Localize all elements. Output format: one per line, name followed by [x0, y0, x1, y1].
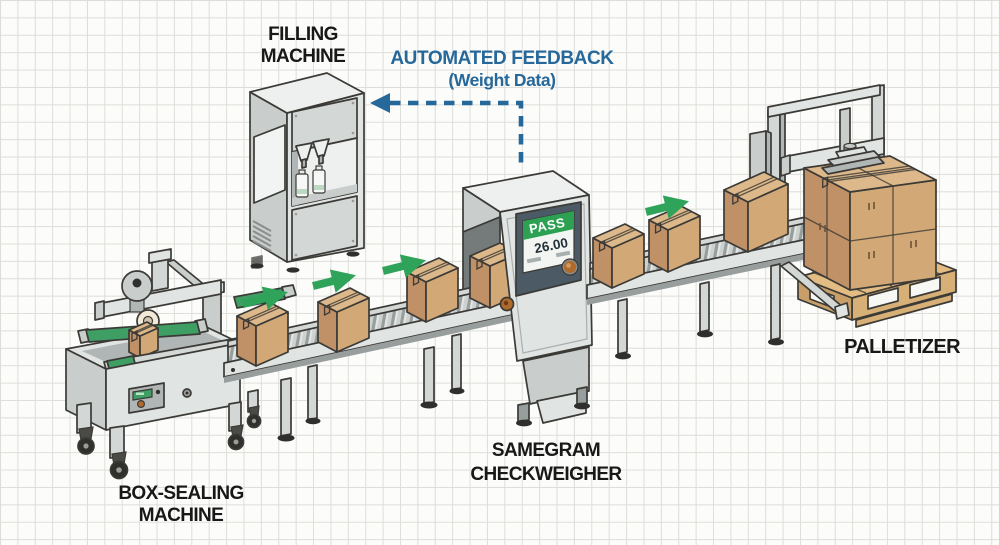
support-brace [780, 261, 850, 320]
feedback-arrow-icon [370, 93, 524, 166]
sealer-control-panel [128, 382, 165, 414]
display-weight: 26.00 [533, 235, 569, 256]
svg-text:MACHINE: MACHINE [261, 46, 345, 67]
caster-wheel [246, 405, 262, 429]
carton-box [723, 171, 789, 253]
flow-arrow-icon [241, 286, 288, 310]
machine-window [253, 124, 286, 204]
label-palletizer: PALLETIZER [844, 336, 961, 358]
sealer-legs [76, 389, 262, 480]
carton-box [592, 223, 645, 289]
checkweigher-display: PASS 26.00 [515, 201, 582, 297]
filling-nozzles [295, 138, 330, 169]
sealer-knob [137, 400, 146, 409]
caster-wheel [77, 426, 95, 455]
label-automated-feedback: AUTOMATED FEEDBACK [390, 48, 614, 69]
filling-machine-illustration [249, 72, 365, 273]
conveyor-legs [277, 333, 465, 442]
svg-text:MACHINE: MACHINE [139, 505, 223, 526]
diagram-labels: FILLING MACHINE AUTOMATED FEEDBACK (Weig… [118, 24, 961, 526]
svg-text:(Weight Data): (Weight Data) [448, 70, 555, 90]
flow-arrow-icon [382, 254, 426, 278]
carton-box [648, 205, 701, 273]
caster-wheel [227, 424, 245, 451]
conveyor-legs [615, 263, 784, 360]
svg-text:CHECKWEIGHER: CHECKWEIGHER [470, 464, 622, 485]
checkweigher-illustration: PASS 26.00 [499, 194, 593, 427]
bottles [295, 165, 326, 198]
display-status: PASS [528, 215, 567, 237]
caster-wheel [109, 451, 129, 480]
box-sealing-machine-illustration [65, 248, 262, 480]
label-box-sealing-machine: BOX-SEALING [118, 483, 243, 504]
gripper-head [821, 146, 885, 175]
pallet-box-stack [803, 155, 937, 291]
flow-arrow-icon [645, 195, 689, 219]
flow-arrow-icon [312, 269, 356, 293]
label-checkweigher: SAMEGRAM [492, 440, 600, 461]
tape-head [121, 270, 153, 313]
display-status-bar [523, 211, 574, 240]
carton-box [236, 301, 289, 367]
carton-box [317, 287, 370, 353]
vent-grille [252, 220, 272, 252]
label-filling-machine: FILLING [268, 24, 338, 45]
